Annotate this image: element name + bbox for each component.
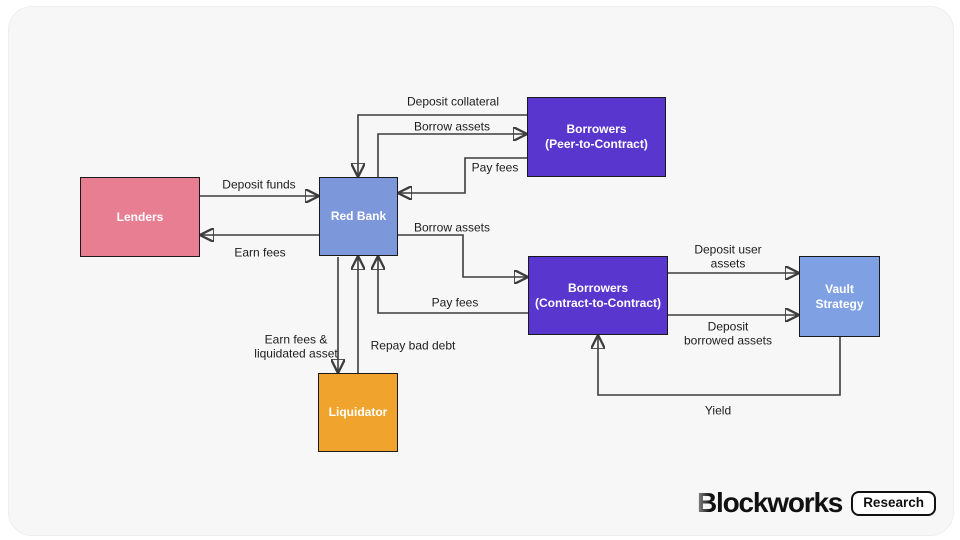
- node-red-bank-label: Red Bank: [330, 209, 387, 223]
- edge-label-repay-bad-debt: Repay bad debt: [370, 338, 456, 353]
- edge-label-earn-fees-liquidated-line2: liquidated asset: [254, 346, 338, 360]
- edge-pay-fees-top: [400, 157, 527, 193]
- edge-borrow-assets-top: [377, 134, 525, 177]
- blockworks-logo: Blockworks: [697, 487, 843, 519]
- edge-label-deposit-borrowed-assets: Deposit borrowed assets: [683, 319, 773, 348]
- node-red-bank: Red Bank: [319, 177, 398, 256]
- edge-label-earn-fees: Earn fees: [234, 245, 286, 260]
- node-lenders-label: Lenders: [116, 209, 164, 224]
- node-borrowers-peer-to-contract: Borrowers (Peer-to-Contract): [527, 97, 666, 177]
- blockworks-research-branding: Blockworks Research: [697, 487, 936, 519]
- edge-deposit-collateral: [358, 114, 527, 175]
- edge-yield: [598, 337, 841, 396]
- node-lenders: Lenders: [80, 177, 200, 257]
- blockworks-logo-initial: B: [697, 487, 717, 518]
- edge-label-deposit-collateral: Deposit collateral: [406, 94, 500, 109]
- node-borrowers-p2c-sublabel: (Peer-to-Contract): [545, 137, 648, 151]
- edge-label-deposit-funds: Deposit funds: [222, 177, 296, 192]
- edge-label-earn-fees-liquidated-line1: Earn fees &: [264, 332, 328, 347]
- node-liquidator-label: Liquidator: [328, 405, 388, 419]
- edge-borrow-assets-mid: [398, 234, 526, 277]
- edge-label-borrow-assets-top: Borrow assets: [413, 119, 491, 134]
- edge-label-earn-fees-liquidated-asset: Earn fees & liquidated asset: [254, 332, 338, 361]
- edge-label-pay-fees-top: Pay fees: [471, 160, 519, 175]
- blockworks-logo-rest: lockworks: [716, 487, 843, 518]
- node-vault-strategy-label: Vault Strategy: [815, 281, 864, 311]
- edge-label-deposit-borrowed-assets-line1: Deposit: [707, 319, 749, 334]
- edge-label-deposit-user-assets-line1: Deposit user: [694, 242, 762, 257]
- research-badge: Research: [851, 490, 936, 516]
- node-liquidator: Liquidator: [318, 373, 398, 452]
- node-borrowers-p2c-label: Borrowers: [566, 122, 627, 136]
- edge-label-deposit-user-assets: Deposit user assets: [694, 242, 762, 271]
- node-borrowers-c2c-label: Borrowers: [567, 280, 629, 295]
- edge-label-deposit-borrowed-assets-line2: borrowed assets: [683, 333, 773, 347]
- edge-label-pay-fees-mid: Pay fees: [431, 295, 479, 310]
- edge-label-yield: Yield: [704, 403, 732, 418]
- node-vault-strategy: Vault Strategy: [799, 256, 880, 337]
- node-borrowers-c2c-sublabel: (Contract-to-Contract): [535, 295, 661, 310]
- edge-label-borrow-assets-mid: Borrow assets: [413, 220, 491, 235]
- node-borrowers-contract-to-contract: Borrowers (Contract-to-Contract): [528, 256, 668, 335]
- edge-pay-fees-mid: [378, 258, 528, 314]
- edge-label-deposit-user-assets-line2: assets: [710, 256, 746, 270]
